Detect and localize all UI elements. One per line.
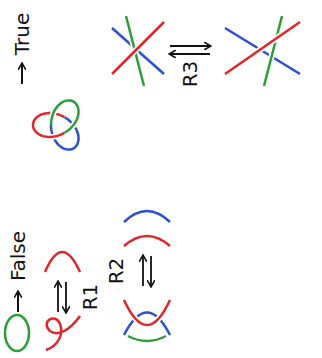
- strand-hump: [45, 252, 80, 272]
- strand-gap: [33, 113, 65, 137]
- maps-arrow: [17, 292, 19, 312]
- strand-blue: [124, 211, 170, 222]
- maps-arrow: [21, 64, 23, 84]
- move-label: R3: [180, 61, 200, 88]
- strand-green: [264, 16, 282, 86]
- move-arrow: [170, 45, 210, 47]
- result-label: True: [12, 13, 32, 55]
- strand-green: [128, 336, 166, 341]
- move-arrow: [142, 256, 144, 286]
- trefoil-knot: [33, 100, 79, 149]
- strand-red: [124, 300, 170, 325]
- move-arrow: [150, 256, 152, 286]
- move-arrow: [170, 53, 210, 55]
- strand-curl: [46, 316, 80, 350]
- unknot: [5, 315, 29, 351]
- strand-red: [225, 22, 300, 74]
- trefoil-strand: [33, 113, 65, 137]
- strand-gap: [51, 100, 79, 132]
- move-label: R2: [106, 258, 126, 285]
- move-arrow: [65, 282, 67, 312]
- strand-red: [124, 236, 170, 246]
- result-label: False: [8, 231, 28, 281]
- trefoil-strand: [51, 100, 79, 132]
- gap: [124, 300, 170, 325]
- move-label: R1: [80, 284, 100, 311]
- move-arrow: [57, 282, 59, 312]
- strand-red: [112, 22, 164, 74]
